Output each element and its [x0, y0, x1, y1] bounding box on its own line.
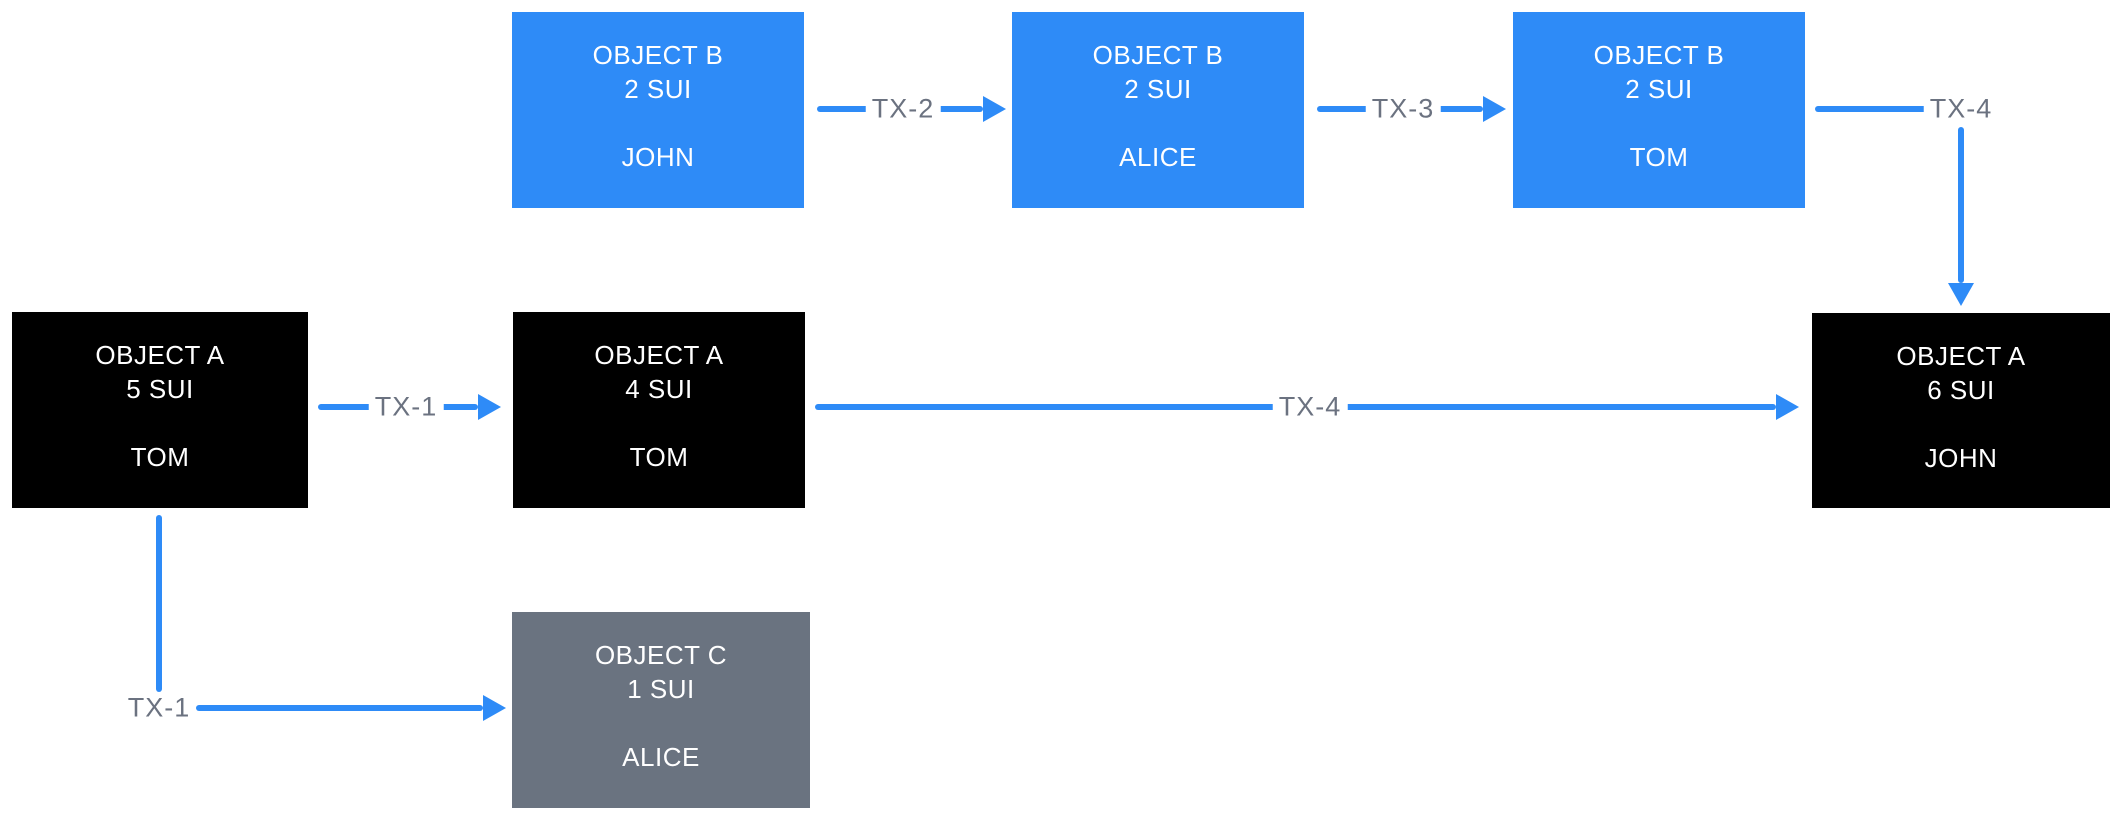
- edge-tx2-arrowhead-icon: [983, 96, 1006, 122]
- node-object-b-tom: OBJECT B 2 SUI TOM: [1513, 12, 1805, 208]
- edge-tx4-merge-arrowhead-icon: [1948, 283, 1974, 306]
- node-owner-label: TOM: [130, 442, 190, 472]
- edge-tx1-split-line: [196, 705, 483, 711]
- node-owner-label: JOHN: [621, 142, 695, 172]
- edge-tx4-merge-line: [1815, 106, 1928, 112]
- node-amount-label: 4 SUI: [625, 374, 693, 404]
- node-owner-label: JOHN: [1924, 443, 1998, 473]
- node-object-label: OBJECT B: [1593, 40, 1725, 70]
- node-owner-label: ALICE: [622, 742, 700, 772]
- node-object-b-alice: OBJECT B 2 SUI ALICE: [1012, 12, 1304, 208]
- node-amount-label: 2 SUI: [1124, 74, 1192, 104]
- node-amount-label: 6 SUI: [1927, 375, 1995, 405]
- edge-tx1-split-arrowhead-icon: [483, 695, 506, 721]
- node-spacer: [1012, 106, 1304, 140]
- node-amount-label: 1 SUI: [627, 674, 695, 704]
- edge-tx4-merge-vertical-line: [1958, 127, 1964, 283]
- node-owner-label: ALICE: [1119, 142, 1197, 172]
- edge-tx3-arrowhead-icon: [1483, 96, 1506, 122]
- edge-tx1-main-label: TX-1: [368, 391, 444, 423]
- node-owner-label: TOM: [629, 442, 689, 472]
- node-object-c-alice: OBJECT C 1 SUI ALICE: [512, 612, 810, 808]
- edge-tx1-split-vertical-line: [156, 515, 162, 692]
- node-object-label: OBJECT A: [95, 340, 225, 370]
- node-object-label: OBJECT C: [594, 640, 728, 670]
- node-amount-label: 5 SUI: [126, 374, 194, 404]
- node-object-label: OBJECT B: [1092, 40, 1224, 70]
- node-object-label: OBJECT A: [1896, 341, 2026, 371]
- node-spacer: [512, 106, 804, 140]
- edge-tx4-merge-label: TX-4: [1923, 93, 1999, 125]
- node-object-label: OBJECT A: [594, 340, 724, 370]
- node-object-label: OBJECT B: [592, 40, 724, 70]
- edge-tx1-main-arrowhead-icon: [478, 394, 501, 420]
- node-object-a-john-6sui: OBJECT A 6 SUI JOHN: [1812, 313, 2110, 508]
- node-amount-label: 2 SUI: [1625, 74, 1693, 104]
- edge-tx4-main-label: TX-4: [1272, 391, 1348, 423]
- node-spacer: [1513, 106, 1805, 140]
- edge-tx4-main-arrowhead-icon: [1776, 394, 1799, 420]
- node-object-b-john: OBJECT B 2 SUI JOHN: [512, 12, 804, 208]
- node-spacer: [513, 406, 805, 440]
- node-object-a-tom-5sui: OBJECT A 5 SUI TOM: [12, 312, 308, 508]
- edge-tx3-label: TX-3: [1365, 93, 1441, 125]
- node-spacer: [512, 706, 810, 740]
- node-amount-label: 2 SUI: [624, 74, 692, 104]
- node-owner-label: TOM: [1629, 142, 1689, 172]
- node-object-a-tom-4sui: OBJECT A 4 SUI TOM: [513, 312, 805, 508]
- edge-tx1-split-label: TX-1: [121, 692, 197, 724]
- edge-tx2-label: TX-2: [865, 93, 941, 125]
- node-spacer: [1812, 407, 2110, 441]
- node-spacer: [12, 406, 308, 440]
